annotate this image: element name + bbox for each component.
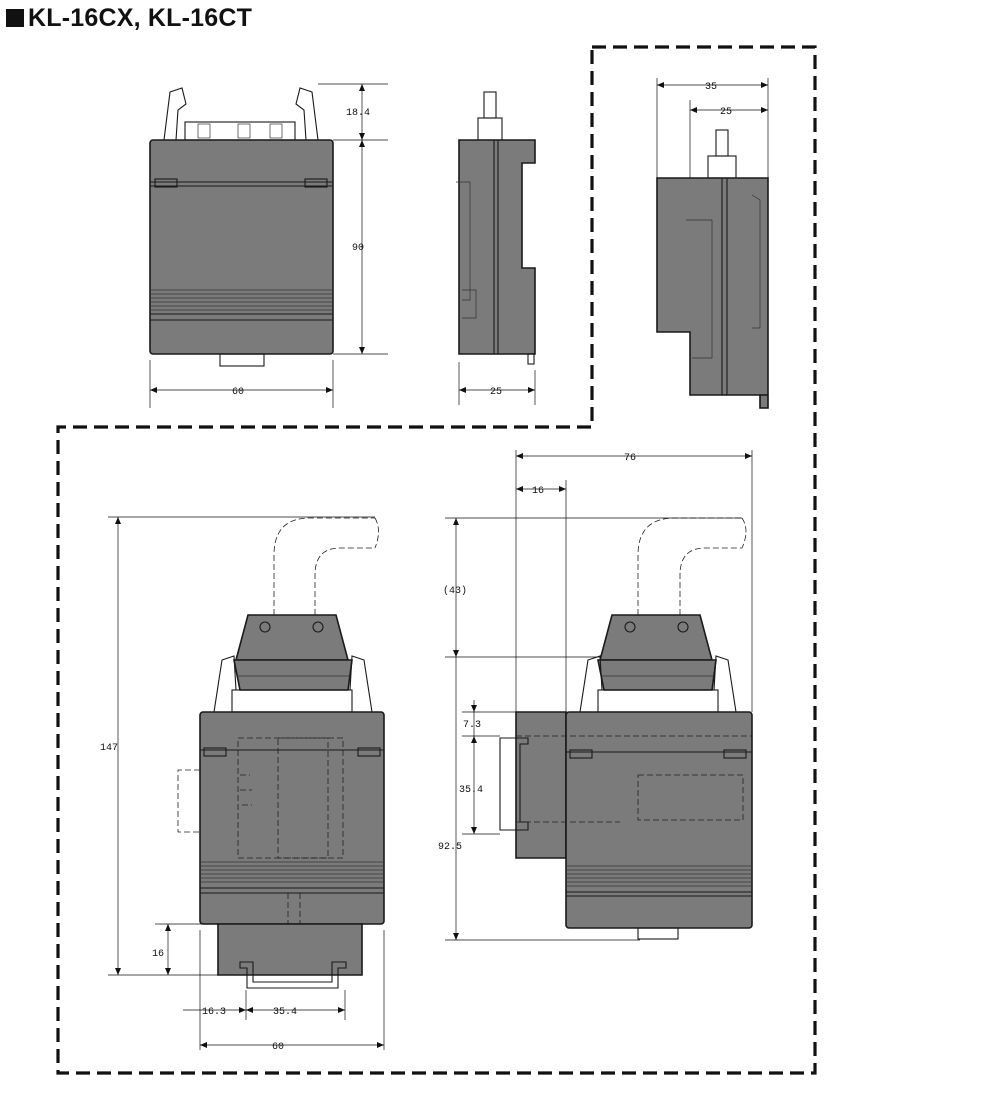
diagram-title: KL-16CX, KL-16CT [6,4,252,33]
dim-cable-offset: 16 [532,486,544,497]
dim-rail-width-side: 35.4 [459,785,483,796]
dim-alt-side-part: 25 [720,107,732,118]
dim-rail-bottom-height: 16 [152,949,164,960]
side-view: 25 [456,91,536,405]
dashed-frame [56,45,817,1075]
dim-front-height: 90 [352,243,364,254]
dim-cable-total-depth: 76 [624,453,636,464]
alt-side-view: 35 25 [656,78,769,409]
dim-rail-width: 35.4 [273,1007,297,1018]
alt-side-body [656,177,769,409]
side-view-with-cable: 76 16 (43) 92.5 7.3 35.4 [438,450,753,941]
cable-front-vent-lines [200,861,384,894]
front-vent-lines [150,289,333,321]
dim-total-with-rail: 92.5 [438,842,462,853]
dim-alt-side-total: 35 [705,82,717,93]
cable-front-body [199,711,385,925]
cable-side-vent-lines [566,865,752,897]
dim-bottom-width: 60 [272,1042,284,1053]
dim-front-width: 60 [232,387,244,398]
front-view-with-cable: 147 16 16.3 35.4 60 [100,516,385,1053]
dim-rail-offset: 16.3 [202,1007,226,1018]
dim-cable-height: (43) [443,585,467,597]
dim-total-height: 147 [100,743,118,754]
dim-rail-top: 7.3 [463,720,481,731]
side-body [458,139,536,355]
dim-side-depth: 25 [490,387,502,398]
front-view: 18.4 90 60 [149,83,388,408]
front-body [149,139,334,355]
title-square-marker [6,9,24,27]
dim-front-top-clip: 18.4 [346,108,370,119]
title-text: KL-16CX, KL-16CT [28,4,253,32]
